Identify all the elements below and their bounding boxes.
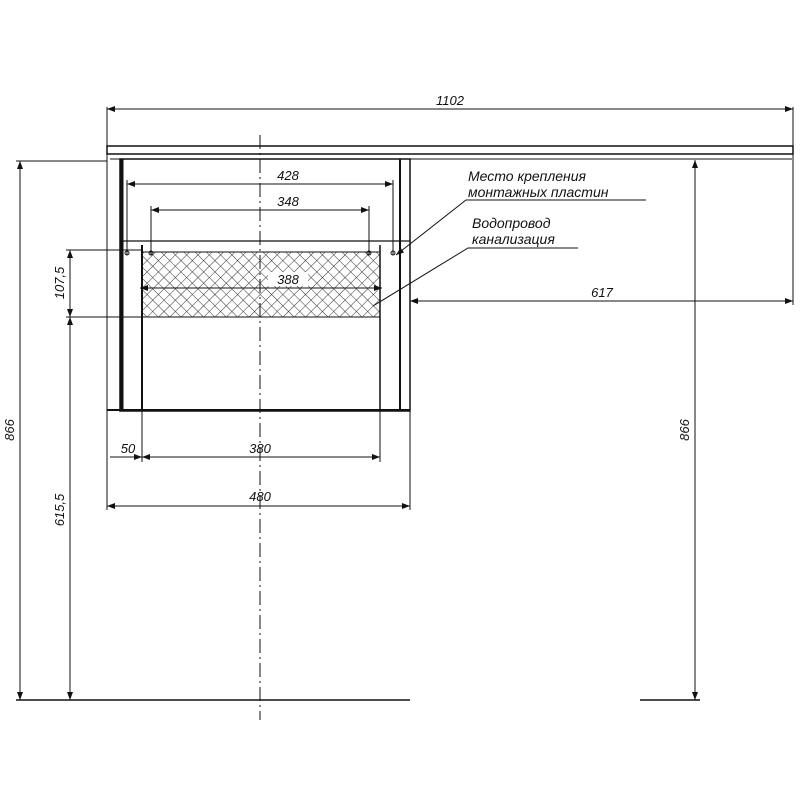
svg-text:Водопровод: Водопровод: [472, 215, 551, 231]
svg-text:Место крепления: Место крепления: [468, 168, 587, 184]
svg-text:107,5: 107,5: [52, 266, 67, 299]
dim-label-1102: 1102: [436, 93, 465, 108]
svg-text:866: 866: [677, 418, 692, 440]
dim-866-right: 866: [677, 160, 698, 700]
svg-text:50: 50: [121, 441, 136, 456]
dim-866-left: 866: [2, 160, 107, 700]
dim-617: 617: [410, 154, 794, 305]
svg-text:380: 380: [249, 441, 271, 456]
annotation-mounting-plates: Место крепления монтажных пластин: [395, 168, 646, 256]
plumbing-zone: [141, 251, 381, 318]
svg-text:480: 480: [249, 489, 271, 504]
svg-text:428: 428: [277, 168, 299, 183]
mount-points: [124, 250, 396, 256]
svg-text:канализация: канализация: [472, 231, 555, 247]
dim-total-width: 1102: [106, 93, 794, 146]
dim-107-5: 107,5: [52, 249, 142, 318]
dim-388: 388: [140, 272, 382, 291]
dim-428: 428: [126, 168, 394, 255]
dim-348: 348: [150, 194, 370, 255]
svg-text:617: 617: [591, 285, 613, 300]
countertop: [106, 145, 794, 160]
svg-text:монтажных пластин: монтажных пластин: [468, 184, 609, 200]
svg-text:348: 348: [277, 194, 299, 209]
dim-615-5: 615,5: [52, 317, 73, 700]
dim-480: 480: [107, 411, 411, 510]
dim-50-380: 50 380: [110, 411, 381, 462]
svg-text:388: 388: [277, 272, 299, 287]
annotation-plumbing: Водопровод канализация: [372, 215, 578, 307]
svg-text:866: 866: [2, 418, 17, 440]
svg-text:615,5: 615,5: [52, 493, 67, 526]
